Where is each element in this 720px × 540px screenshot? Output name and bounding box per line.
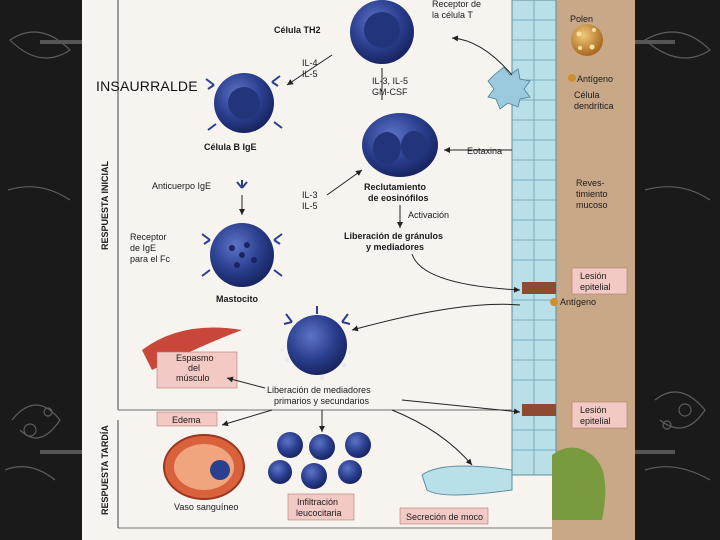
activated-mast-cell [287,315,347,375]
svg-text:de IgE: de IgE [130,243,156,253]
svg-text:del: del [188,363,200,373]
left-ornament [0,0,82,540]
svg-text:Célula: Célula [574,90,600,100]
svg-text:IL-5: IL-5 [302,69,318,79]
leukocytes [268,432,371,489]
diagram-canvas: RESPUESTA INICIAL RESPUESTA TARDÍA Lesió… [100,0,635,540]
svg-text:primarios y secundarios: primarios y secundarios [274,396,370,406]
mucus [552,447,606,520]
pollen-grain [571,24,603,56]
lesion-box-1: Lesión epitelial [571,267,628,295]
svg-text:Reves-: Reves- [576,178,605,188]
svg-text:Receptor de: Receptor de [432,0,481,9]
svg-text:IL-4: IL-4 [302,58,318,68]
slide-author-label: INSAURRALDE [96,78,198,94]
svg-text:de eosinófilos: de eosinófilos [368,193,429,203]
dendritic-cell [487,66,531,110]
svg-text:Receptor: Receptor [130,232,167,242]
svg-text:Liberación de gránulos: Liberación de gránulos [344,231,443,241]
mastocito-label: Mastocito [216,294,259,304]
svg-text:Antígeno: Antígeno [560,297,596,307]
svg-text:leucocitaria: leucocitaria [296,508,342,518]
svg-text:Liberación de mediadores: Liberación de mediadores [267,385,371,395]
lesion-box-2: Lesión epitelial [571,401,628,429]
svg-text:Lesión: Lesión [580,271,607,281]
antigeno-top-label: Antígeno [577,74,613,84]
svg-text:Vaso sanguíneo: Vaso sanguíneo [174,502,238,512]
svg-text:Espasmo: Espasmo [176,353,214,363]
svg-text:epitelial: epitelial [580,416,611,426]
allergic-response-diagram: RESPUESTA INICIAL RESPUESTA TARDÍA Lesió… [82,0,635,540]
svg-text:IL-5: IL-5 [302,201,318,211]
b-cell-label: Célula B IgE [204,142,257,152]
th2-label: Célula TH2 [274,25,321,35]
svg-text:epitelial: epitelial [580,282,611,292]
svg-text:GM-CSF: GM-CSF [372,87,408,97]
svg-text:Anticuerpo IgE: Anticuerpo IgE [152,181,211,191]
svg-text:Eotaxina: Eotaxina [467,146,502,156]
svg-text:IL-3, IL-5: IL-3, IL-5 [372,76,408,86]
phase-initial-label: RESPUESTA INICIAL [100,160,110,250]
svg-text:timiento: timiento [576,189,608,199]
svg-text:Reclutamiento: Reclutamiento [364,182,427,192]
svg-text:músculo: músculo [176,373,210,383]
phase-late-label: RESPUESTA TARDÍA [100,425,110,515]
svg-text:Edema: Edema [172,415,201,425]
svg-text:Secreción de moco: Secreción de moco [406,512,483,522]
svg-text:Lesión: Lesión [580,405,607,415]
svg-text:para el Fc: para el Fc [130,254,171,264]
svg-text:mucoso: mucoso [576,200,608,210]
mucous-gland [421,465,513,496]
right-ornament [635,0,720,540]
svg-text:Infiltración: Infiltración [297,497,338,507]
svg-text:Activación: Activación [408,210,449,220]
polen-label: Polen [570,14,593,24]
svg-text:y mediadores: y mediadores [366,242,424,252]
svg-text:IL-3: IL-3 [302,190,318,200]
svg-text:dendrítica: dendrítica [574,101,614,111]
svg-text:la célula T: la célula T [432,10,473,20]
